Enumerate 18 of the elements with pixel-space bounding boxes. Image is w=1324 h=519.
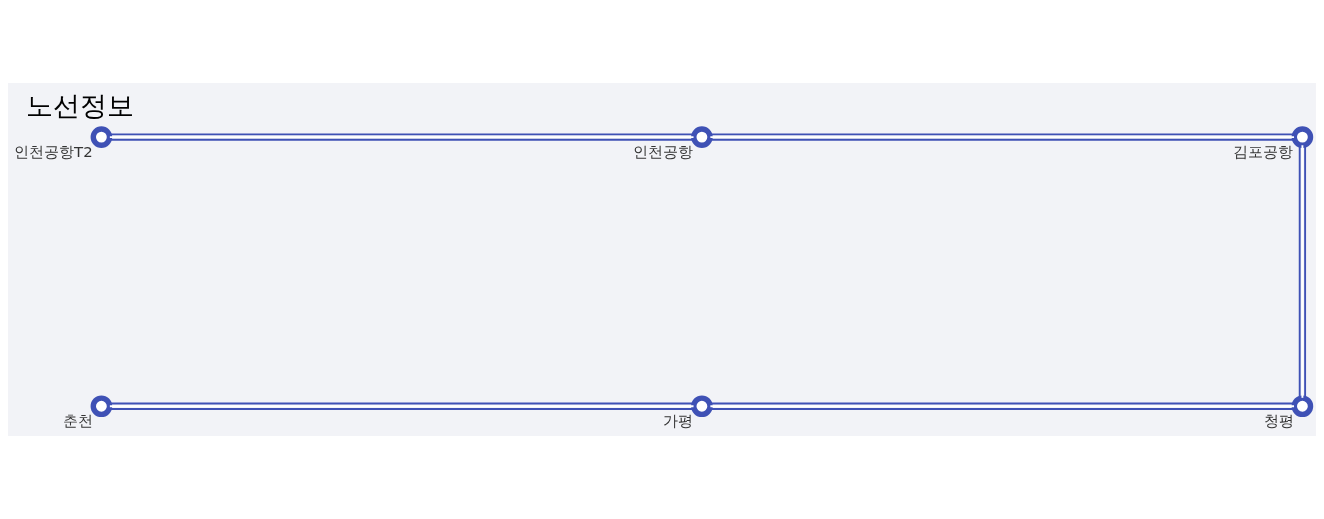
node-circle (1291, 395, 1314, 418)
node-circle (691, 395, 713, 418)
connector (709, 402, 1295, 410)
connector (108, 402, 695, 410)
node-label: 청평 (1263, 412, 1294, 431)
connector (709, 133, 1295, 141)
node-label: 인천공항 (632, 143, 693, 162)
node-circle (1291, 126, 1314, 148)
node-circle (90, 126, 113, 148)
node-label: 가평 (663, 412, 694, 431)
node-label: 인천공항T2 (14, 143, 93, 162)
node-circle (90, 395, 113, 418)
node-circle (691, 126, 713, 148)
node-label: 김포공항 (1233, 143, 1294, 162)
connector (1298, 144, 1307, 399)
node-label: 춘천 (62, 412, 93, 431)
connector (108, 133, 695, 141)
diagram-title: 노선정보 (25, 90, 134, 122)
